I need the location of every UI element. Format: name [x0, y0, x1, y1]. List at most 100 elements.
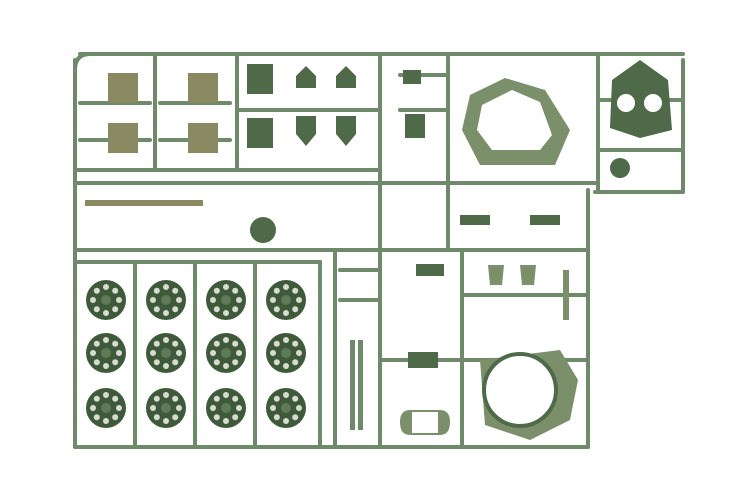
- wheel-hole: [176, 405, 182, 411]
- wheel-hole: [176, 297, 182, 303]
- wheel-hole: [270, 350, 276, 356]
- wheel-hole: [210, 405, 216, 411]
- wheel-hub: [281, 348, 291, 358]
- wheel-hole: [163, 310, 169, 316]
- wheel-hole: [103, 310, 109, 316]
- road-wheel: [206, 280, 246, 320]
- wheel-hole: [283, 392, 289, 398]
- hole: [617, 94, 635, 112]
- wheel-hole: [153, 340, 160, 347]
- hatch-plate: [247, 118, 273, 148]
- wheel-hole: [172, 306, 179, 313]
- wheel-hub: [101, 403, 111, 413]
- wheel-hole: [273, 359, 280, 366]
- wheel-hole: [93, 359, 100, 366]
- small-bracket: [403, 70, 421, 84]
- wheel-hole: [153, 414, 160, 421]
- wheel-hole: [283, 363, 289, 369]
- angled-plate: [336, 116, 356, 146]
- turret-rear-plate: [610, 60, 672, 138]
- mudguard: [488, 265, 504, 285]
- wheel-hole: [283, 337, 289, 343]
- wheel-hole: [116, 405, 122, 411]
- road-wheel: [266, 388, 306, 428]
- wheel-hole: [103, 337, 109, 343]
- wheel-hole: [283, 284, 289, 290]
- runner-corner: [73, 52, 92, 72]
- wheel-hole: [90, 350, 96, 356]
- wheel-hole: [283, 310, 289, 316]
- wheel-hole: [273, 306, 280, 313]
- rod-part: [358, 340, 363, 430]
- wheel-hole: [273, 340, 280, 347]
- wheel-hole: [270, 405, 276, 411]
- wheel-hole: [153, 359, 160, 366]
- wheel-hole: [163, 418, 169, 424]
- wheel-hole: [172, 287, 179, 294]
- wheel-hole: [112, 287, 119, 294]
- wheel-hole: [223, 310, 229, 316]
- wheel-hub: [161, 403, 171, 413]
- wheel-hole: [236, 405, 242, 411]
- wheel-hole: [163, 392, 169, 398]
- wheel-hole: [93, 340, 100, 347]
- sprue-parts: [85, 60, 672, 440]
- wheel-hole: [112, 340, 119, 347]
- wheel-hole: [223, 337, 229, 343]
- wheel-hole: [273, 287, 280, 294]
- wheel-hole: [150, 350, 156, 356]
- wheel-hole: [292, 340, 299, 347]
- armor-plate: [108, 123, 138, 153]
- wheel-hole: [273, 414, 280, 421]
- armor-plate: [188, 73, 218, 103]
- wheel-hole: [232, 306, 239, 313]
- angled-plate: [296, 66, 316, 88]
- wheel-hole: [112, 395, 119, 402]
- wheel-hole: [172, 340, 179, 347]
- wheel-hole: [223, 392, 229, 398]
- road-wheel: [206, 388, 246, 428]
- wheel-hole: [153, 306, 160, 313]
- wheel-hub: [221, 295, 231, 305]
- wheel-hole: [116, 350, 122, 356]
- wheel-hole: [232, 287, 239, 294]
- wheel-hub: [161, 295, 171, 305]
- road-wheel: [86, 333, 126, 373]
- wheel-hole: [232, 414, 239, 421]
- wheel-hole: [90, 405, 96, 411]
- wheel-hole: [150, 297, 156, 303]
- wheel-hole: [292, 359, 299, 366]
- round-part: [610, 158, 630, 178]
- wheel-hole: [232, 359, 239, 366]
- wheel-hub: [221, 403, 231, 413]
- turret-fitting: [405, 114, 425, 138]
- wheel-hole: [283, 418, 289, 424]
- wheel-hole: [163, 337, 169, 343]
- wheel-hole: [232, 395, 239, 402]
- road-wheel: [266, 333, 306, 373]
- wheel-hole: [176, 350, 182, 356]
- wheel-hole: [236, 297, 242, 303]
- wheel-hole: [213, 359, 220, 366]
- wheel-hole: [292, 414, 299, 421]
- wheel-hole: [273, 395, 280, 402]
- wheel-hole: [210, 350, 216, 356]
- wheel-hole: [93, 306, 100, 313]
- turret-mantlet-frame: [462, 78, 570, 165]
- wheel-hole: [153, 287, 160, 294]
- armor-plate: [188, 123, 218, 153]
- wheel-hole: [223, 363, 229, 369]
- wheel-hole: [103, 363, 109, 369]
- wheel-hole: [103, 418, 109, 424]
- road-wheel: [86, 388, 126, 428]
- road-wheels: [86, 280, 306, 428]
- wheel-hole: [103, 284, 109, 290]
- wheel-hub: [101, 295, 111, 305]
- wheel-hole: [223, 284, 229, 290]
- hole: [644, 94, 662, 112]
- plate-part: [416, 264, 444, 276]
- rod-part: [350, 340, 355, 430]
- wheel-hole: [213, 395, 220, 402]
- wheel-hole: [213, 287, 220, 294]
